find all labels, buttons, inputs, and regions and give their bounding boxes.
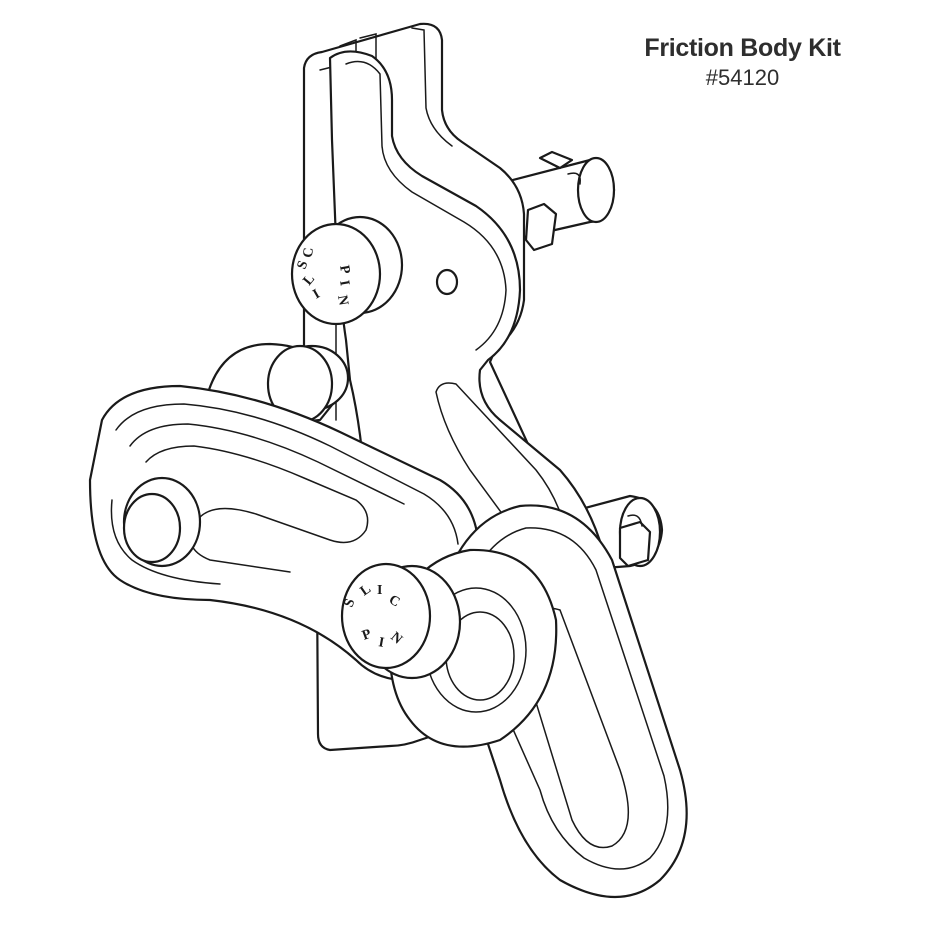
- upper-pin-stamp-5: P: [336, 264, 352, 275]
- upper-slic-pin: S L I C P I N: [290, 215, 404, 326]
- lower-pin-stamp-6: I: [377, 635, 385, 651]
- lower-shaft: [568, 494, 664, 572]
- product-title: Friction Body Kit: [644, 34, 841, 62]
- round-stop: [204, 342, 350, 432]
- part-number: #54120: [705, 65, 780, 90]
- upper-shaft: [503, 150, 616, 252]
- upper-pin-stamp-6: I: [336, 279, 352, 287]
- upper-pin-stamp-7: N: [334, 294, 351, 307]
- upper-pin-stamp-4: C: [301, 247, 317, 258]
- title-block: Friction Body Kit #54120: [600, 34, 885, 91]
- lower-slic-pin: S L I C P I N: [340, 562, 462, 680]
- lower-pin-stamp-3: I: [377, 583, 382, 598]
